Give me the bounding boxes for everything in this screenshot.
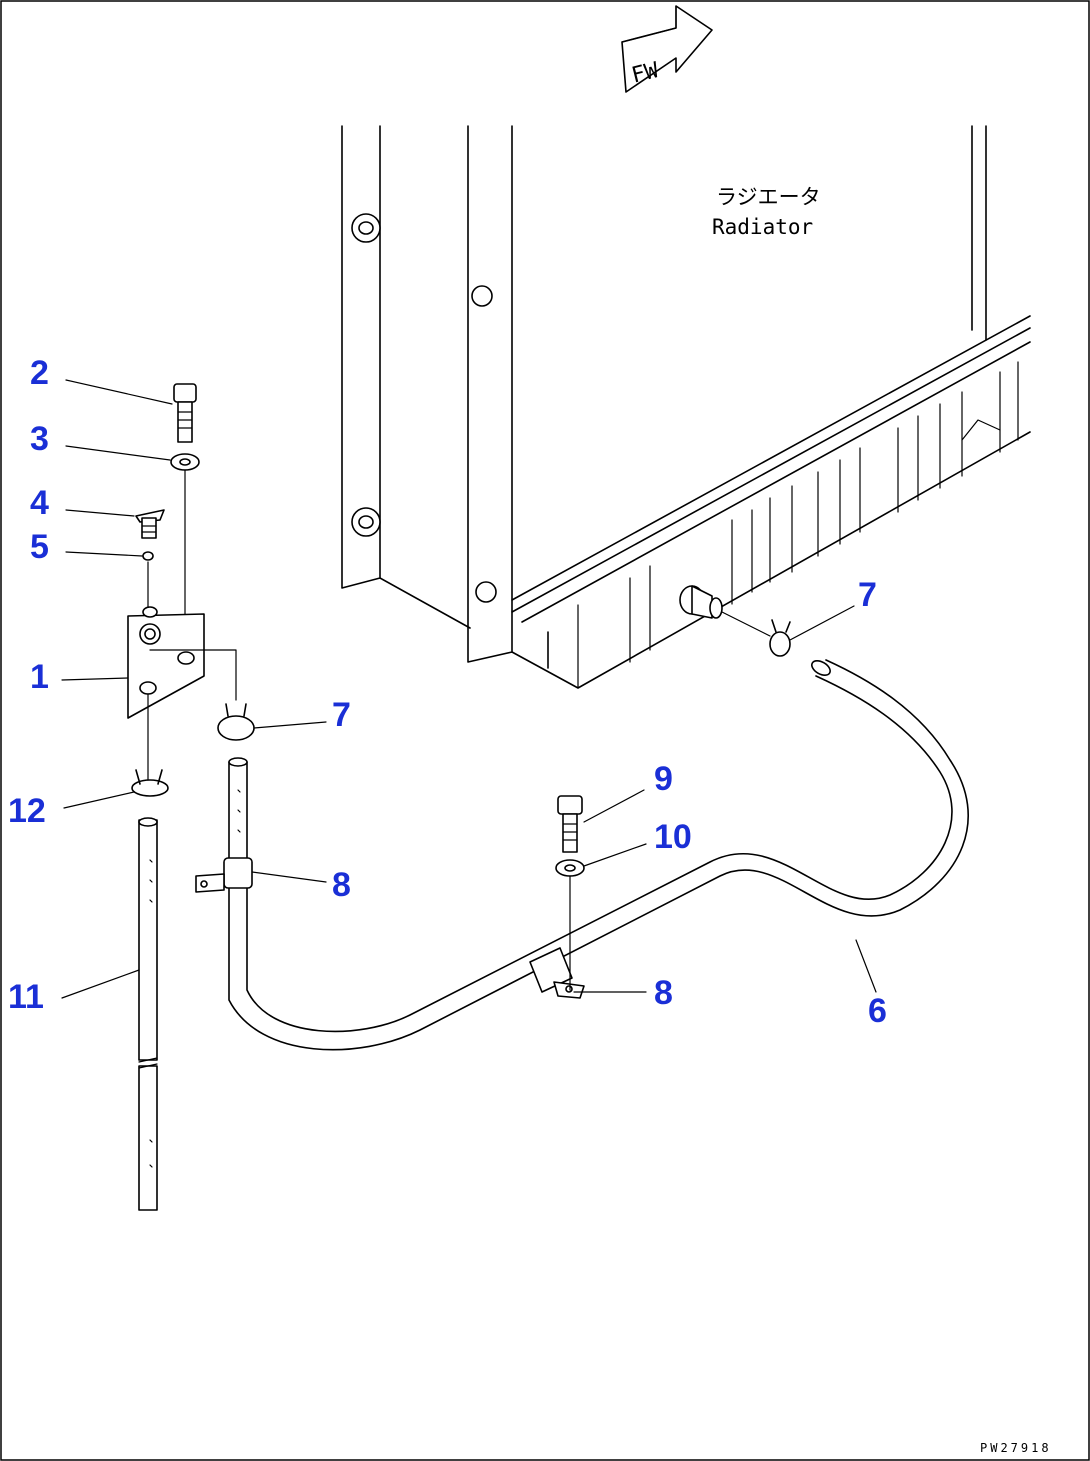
bolt-part-2	[173, 383, 197, 443]
forward-arrow-icon: FW	[621, 5, 713, 93]
drawing-code: PW27918	[980, 1441, 1052, 1455]
callout-7b: 7	[858, 576, 877, 614]
leader-lines	[61, 379, 877, 999]
callout-3: 3	[30, 420, 49, 458]
bolt-part-9	[557, 795, 583, 853]
callout-10: 10	[654, 818, 692, 856]
bracket-part-1	[127, 606, 237, 781]
clamp-part-7a	[217, 703, 255, 741]
o-ring-part-5	[142, 551, 154, 561]
radiator-label-jp: ラジエータ	[716, 185, 821, 209]
tube-part-11	[138, 817, 158, 1211]
callout-2: 2	[30, 354, 49, 392]
radiator: ラジエータ Radiator	[341, 125, 1031, 689]
callout-5: 5	[30, 528, 49, 566]
clamp-part-8a	[195, 857, 253, 893]
callout-6: 6	[868, 992, 887, 1030]
clamp-part-7b	[721, 611, 791, 657]
fitting-part-4	[135, 509, 165, 539]
callout-11: 11	[8, 978, 44, 1016]
hose-part-6	[228, 659, 969, 1051]
callout-numbers: 2 3 4 5 1 7 12 11 8 7 9 10 8 6	[8, 354, 887, 1030]
callout-1: 1	[30, 658, 49, 696]
callout-9: 9	[654, 760, 673, 798]
clamp-part-8b	[529, 947, 585, 999]
callout-8b: 8	[654, 974, 673, 1012]
callout-7a: 7	[332, 696, 351, 734]
radiator-label-en: Radiator	[712, 215, 813, 239]
callout-12: 12	[8, 792, 46, 830]
callout-8a: 8	[332, 866, 351, 904]
callout-4: 4	[30, 484, 49, 522]
fitting-part-12	[131, 769, 169, 797]
